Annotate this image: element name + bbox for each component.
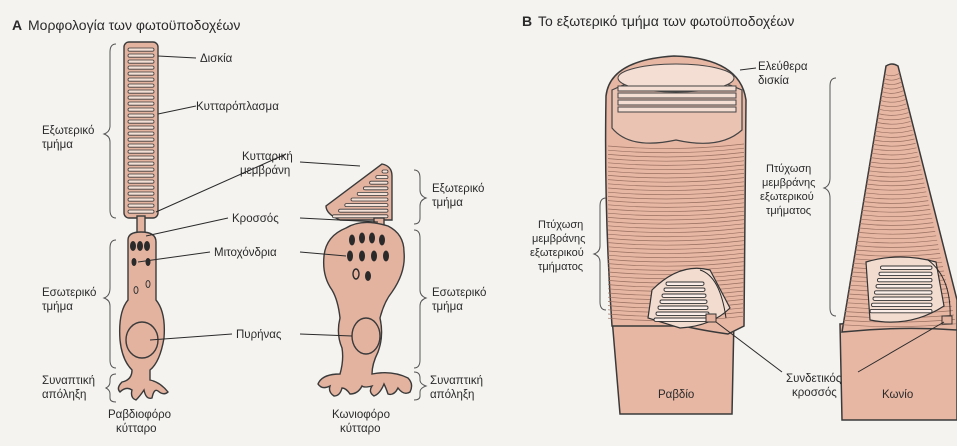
cone-outer-label-line1: Εξωτερικό <box>432 183 484 195</box>
cone-outer-label-line2: τμήμα <box>432 197 463 209</box>
label-membrane-line1: Κυτταρική <box>242 151 293 163</box>
connecting-cilium-label-line1: Συνδετικός <box>786 373 842 385</box>
panel-a-letter: A <box>12 17 22 33</box>
rod-cell-name-line1: Ραβδιοφόρο <box>108 409 171 421</box>
cone-cell-name-line2: κύτταρο <box>340 423 381 435</box>
cone-inner-label-line2: τμήμα <box>432 301 463 313</box>
rod-outer-label-line1: Εξωτερικό <box>42 125 94 137</box>
cone-fold-label-line2: μεμβράνης <box>762 177 815 189</box>
cone-inner-segment <box>318 222 412 396</box>
panel-b-letter: B <box>522 13 532 29</box>
free-discs-label-line2: δισκία <box>758 75 789 87</box>
cone-fold-label-line3: εξωτερικού <box>760 191 814 203</box>
free-discs-label-line1: Ελεύθερα <box>758 61 808 73</box>
cone-synaptic-label-line2: απόληξη <box>430 389 474 401</box>
rod-synaptic-label-line1: Συναπτική <box>42 375 95 387</box>
cone-fold-label-line1: Πτύχωση <box>766 163 811 175</box>
label-discs: Δισκία <box>200 53 233 65</box>
panel-b-title: Το εξωτερικό τμήμα των φωτοϋποδοχέων <box>538 13 794 29</box>
rod-fold-label-line1: Πτύχωση <box>538 219 583 231</box>
rod-fold-label-line3: εξωτερικού <box>530 247 584 259</box>
panel-a-title: Μορφολογία των φωτοϋποδοχέων <box>28 17 240 33</box>
rod-outer-label-line2: τμήμα <box>42 139 73 151</box>
rod-cell-name-line2: κύτταρο <box>116 423 157 435</box>
rod-fold-label-line2: μεμβράνης <box>532 233 585 245</box>
label-mitochondria: Μιτοχόνδρια <box>214 247 277 259</box>
cone-caption: Κωνίο <box>882 389 913 401</box>
connecting-cilium-label-line2: κροσσός <box>792 387 837 399</box>
rod-fold-label-line4: τμήματος <box>538 261 583 273</box>
cone-braces <box>414 170 426 400</box>
rod-outer-segment-detail <box>606 56 746 414</box>
rod-caption: Ραβδίο <box>658 389 694 401</box>
cone-cell <box>318 164 412 396</box>
rod-free-discs <box>618 64 736 112</box>
cone-nucleus <box>352 318 380 354</box>
cone-inner-label-line1: Εσωτερικό <box>432 287 486 299</box>
cone-cell-name-line1: Κωνιοφόρο <box>332 409 390 421</box>
label-membrane-line2: μεμβράνη <box>240 165 290 177</box>
rod-inner-label-line2: τμήμα <box>42 301 73 313</box>
label-cytoplasm: Κυτταρόπλασμα <box>196 101 279 113</box>
cone-inner-base <box>840 318 957 420</box>
label-nucleus: Πυρήνας <box>236 329 282 341</box>
cone-outer-segment-detail <box>840 64 957 420</box>
rod-inner-label-line1: Εσωτερικό <box>42 287 96 299</box>
rod-inner-segment <box>118 232 168 400</box>
cone-fold-label-line4: τμήματος <box>766 205 811 217</box>
rod-synaptic-label-line2: απόληξη <box>42 389 86 401</box>
label-cilium: Κροσσός <box>232 213 279 225</box>
rod-braces <box>104 44 116 402</box>
rod-cell <box>118 42 168 400</box>
cone-synaptic-label-line1: Συναπτική <box>430 375 483 387</box>
cone-discs <box>332 170 388 218</box>
